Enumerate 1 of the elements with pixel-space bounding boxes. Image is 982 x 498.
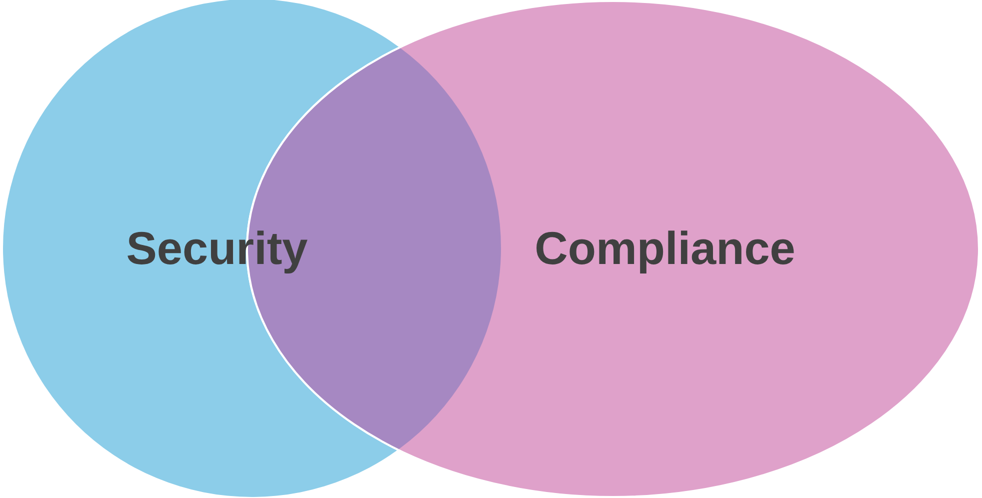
- set-label: Compliance: [534, 225, 796, 271]
